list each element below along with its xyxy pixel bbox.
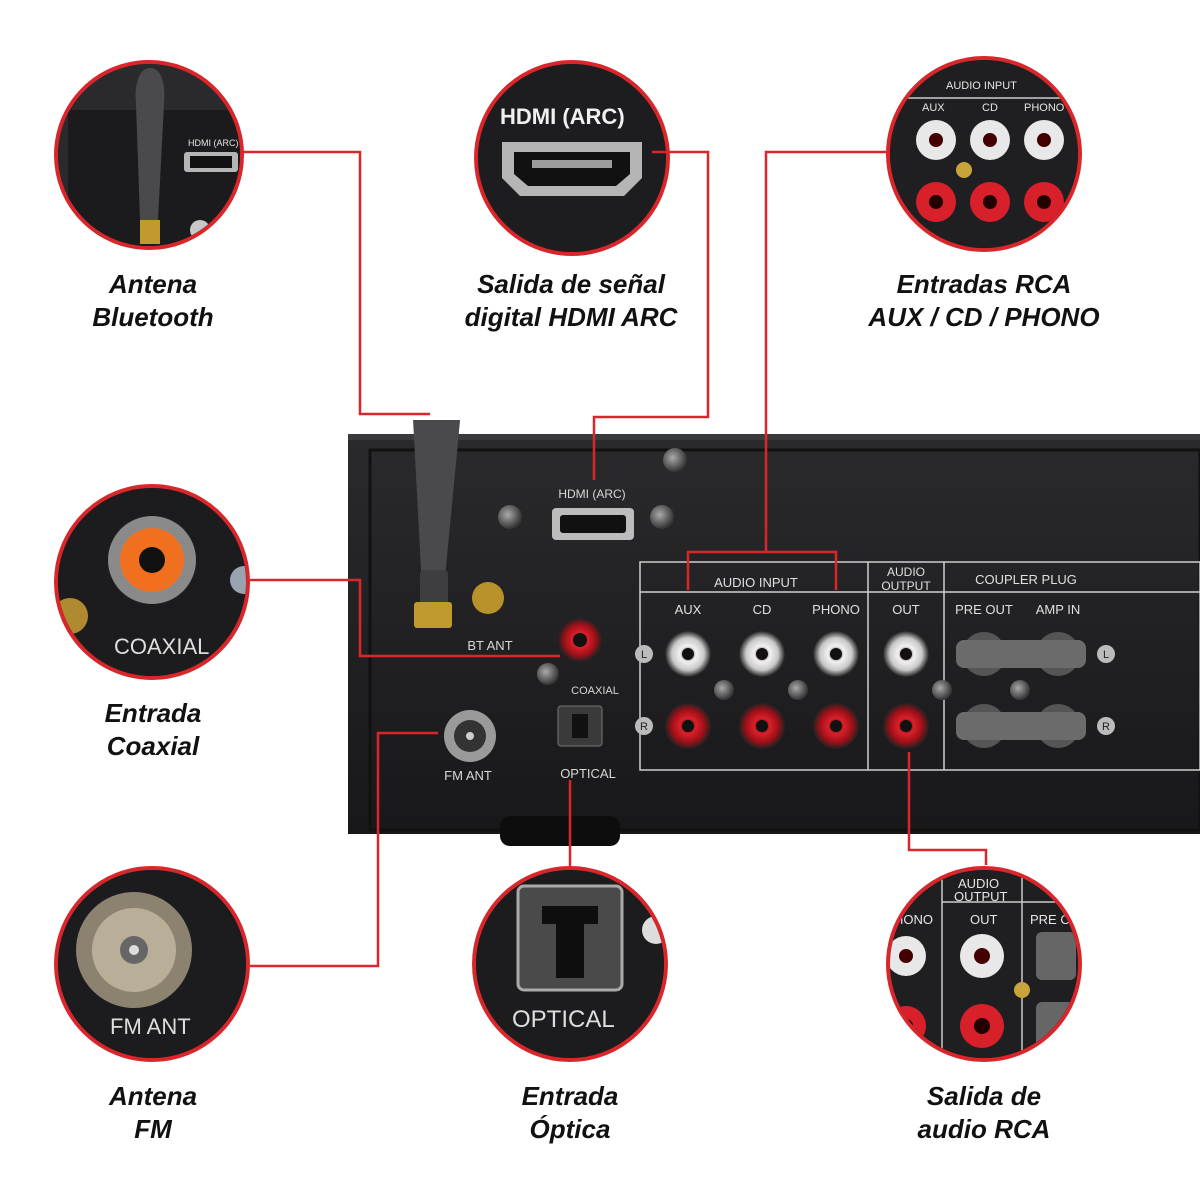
zoom-out-out: OUT [970, 912, 998, 927]
zoom-fm-antenna: FM ANT [54, 866, 250, 1062]
zoom-rca-aux: AUX [922, 102, 945, 114]
screw [537, 663, 559, 685]
callout-line: Entrada [521, 1081, 619, 1111]
zoom-out-pre: PRE OU [1030, 912, 1080, 927]
callout-rca-in: Entradas RCA AUX / CD / PHONO [819, 268, 1149, 334]
hdmi-label: HDMI (ARC) [558, 487, 625, 501]
rubber-foot [500, 816, 620, 846]
zoom-optical: OPTICAL [472, 866, 668, 1062]
zoom-rca-header: AUDIO INPUT [946, 80, 1017, 92]
zoom-coaxial-label: COAXIAL [114, 634, 210, 659]
zoom-rca-inputs: AUDIO INPUT AUX CD PHONO [886, 56, 1082, 252]
rca-out-left[interactable] [883, 631, 929, 677]
rca-cd-left[interactable] [739, 631, 785, 677]
zoom-optical-label: OPTICAL [512, 1006, 615, 1033]
coupler-plug-left[interactable] [956, 632, 1086, 676]
screw [1014, 982, 1030, 998]
callout-line: AUX / CD / PHONO [868, 302, 1100, 332]
optical-label: OPTICAL [560, 766, 616, 781]
zoom-out-phono: HONO [894, 912, 933, 927]
zoom-bluetooth-antenna: HDMI (ARC) [54, 60, 244, 250]
zoom-rca-cd: CD [982, 102, 998, 114]
callout-line: Salida de señal [477, 269, 665, 299]
screw [58, 598, 88, 634]
zoom-rca-white-row [916, 120, 1064, 160]
screw [663, 448, 687, 472]
callout-rca-out: Salida de audio RCA [819, 1080, 1149, 1146]
coupler-plug-label: COUPLER PLUG [975, 572, 1077, 587]
rca-phono-left[interactable] [813, 631, 859, 677]
antenna-rod [135, 68, 165, 220]
zoom-rca-red-row [916, 182, 1064, 222]
screw [498, 505, 522, 529]
callout-line: FM [134, 1114, 172, 1144]
coupler-plug-right[interactable] [956, 704, 1086, 748]
amp-in-label: AMP IN [1036, 602, 1081, 617]
zoom-rca-phono: PHONO [1024, 102, 1065, 114]
screw [650, 505, 674, 529]
zoom-out-header-1: AUDIO [958, 876, 1000, 891]
callout-line: Antena [108, 269, 198, 299]
screw [714, 680, 734, 700]
zoom-fm-label: FM ANT [110, 1014, 191, 1039]
callout-line: Óptica [529, 1114, 611, 1144]
fm-ant-label: FM ANT [444, 768, 492, 783]
callout-coaxial: Entrada Coaxial [0, 697, 318, 763]
callout-hdmi: Salida de señal digital HDMI ARC [406, 268, 736, 334]
zoom-out-header-2: OUTPUT [954, 889, 1008, 904]
audio-input-label: AUDIO INPUT [714, 575, 798, 590]
cd-label: CD [753, 602, 772, 617]
right-indicator: R [640, 721, 648, 733]
callout-line: Entrada [104, 698, 202, 728]
zoom-hdmi-label: HDMI (ARC) [500, 104, 625, 129]
zoom-rca-output: AUDIO OUTPUT HONO OUT PRE OU [886, 866, 1082, 1062]
rca-phono-right[interactable] [813, 703, 859, 749]
out-label: OUT [892, 602, 920, 617]
callout-line: Entradas RCA [896, 269, 1072, 299]
callout-line: audio RCA [917, 1114, 1051, 1144]
zoom-coaxial: COAXIAL [54, 484, 250, 680]
bt-ant-connector[interactable] [472, 582, 504, 614]
audio-output-label-2: OUTPUT [881, 579, 931, 593]
screw [1010, 680, 1030, 700]
callout-line: Bluetooth [92, 302, 214, 332]
aux-label: AUX [675, 602, 702, 617]
left-indicator: L [641, 649, 647, 661]
rca-aux-right[interactable] [665, 703, 711, 749]
screw [190, 220, 210, 240]
rca-cd-right[interactable] [739, 703, 785, 749]
rca-out-right[interactable] [883, 703, 929, 749]
zoom-hdmi: HDMI (ARC) [474, 60, 670, 256]
zoom-bt-hdmi-label: HDMI (ARC) [188, 138, 239, 148]
callout-line: Coaxial [106, 731, 200, 761]
left-indicator: L [1103, 649, 1109, 661]
screw [932, 680, 952, 700]
callout-optical: Entrada Óptica [405, 1080, 735, 1146]
right-indicator: R [1102, 721, 1110, 733]
pre-out-label: PRE OUT [955, 602, 1013, 617]
zoom-rca-out-jacks [960, 934, 1004, 1048]
audio-output-label-1: AUDIO [887, 565, 925, 579]
amplifier-rear-panel: HDMI (ARC) BT ANT COAXIAL FM ANT OPTICAL… [348, 420, 1200, 846]
callout-fm: Antena FM [0, 1080, 318, 1146]
coaxial-label: COAXIAL [571, 685, 619, 697]
bt-ant-label: BT ANT [467, 638, 512, 653]
callout-bt-antenna: Antena Bluetooth [0, 268, 318, 334]
callout-line: Antena [108, 1081, 198, 1111]
callout-line: Salida de [926, 1081, 1042, 1111]
rca-aux-left[interactable] [665, 631, 711, 677]
phono-label: PHONO [812, 602, 860, 617]
callout-line: digital HDMI ARC [464, 302, 678, 332]
screw [956, 162, 972, 178]
screw [788, 680, 808, 700]
